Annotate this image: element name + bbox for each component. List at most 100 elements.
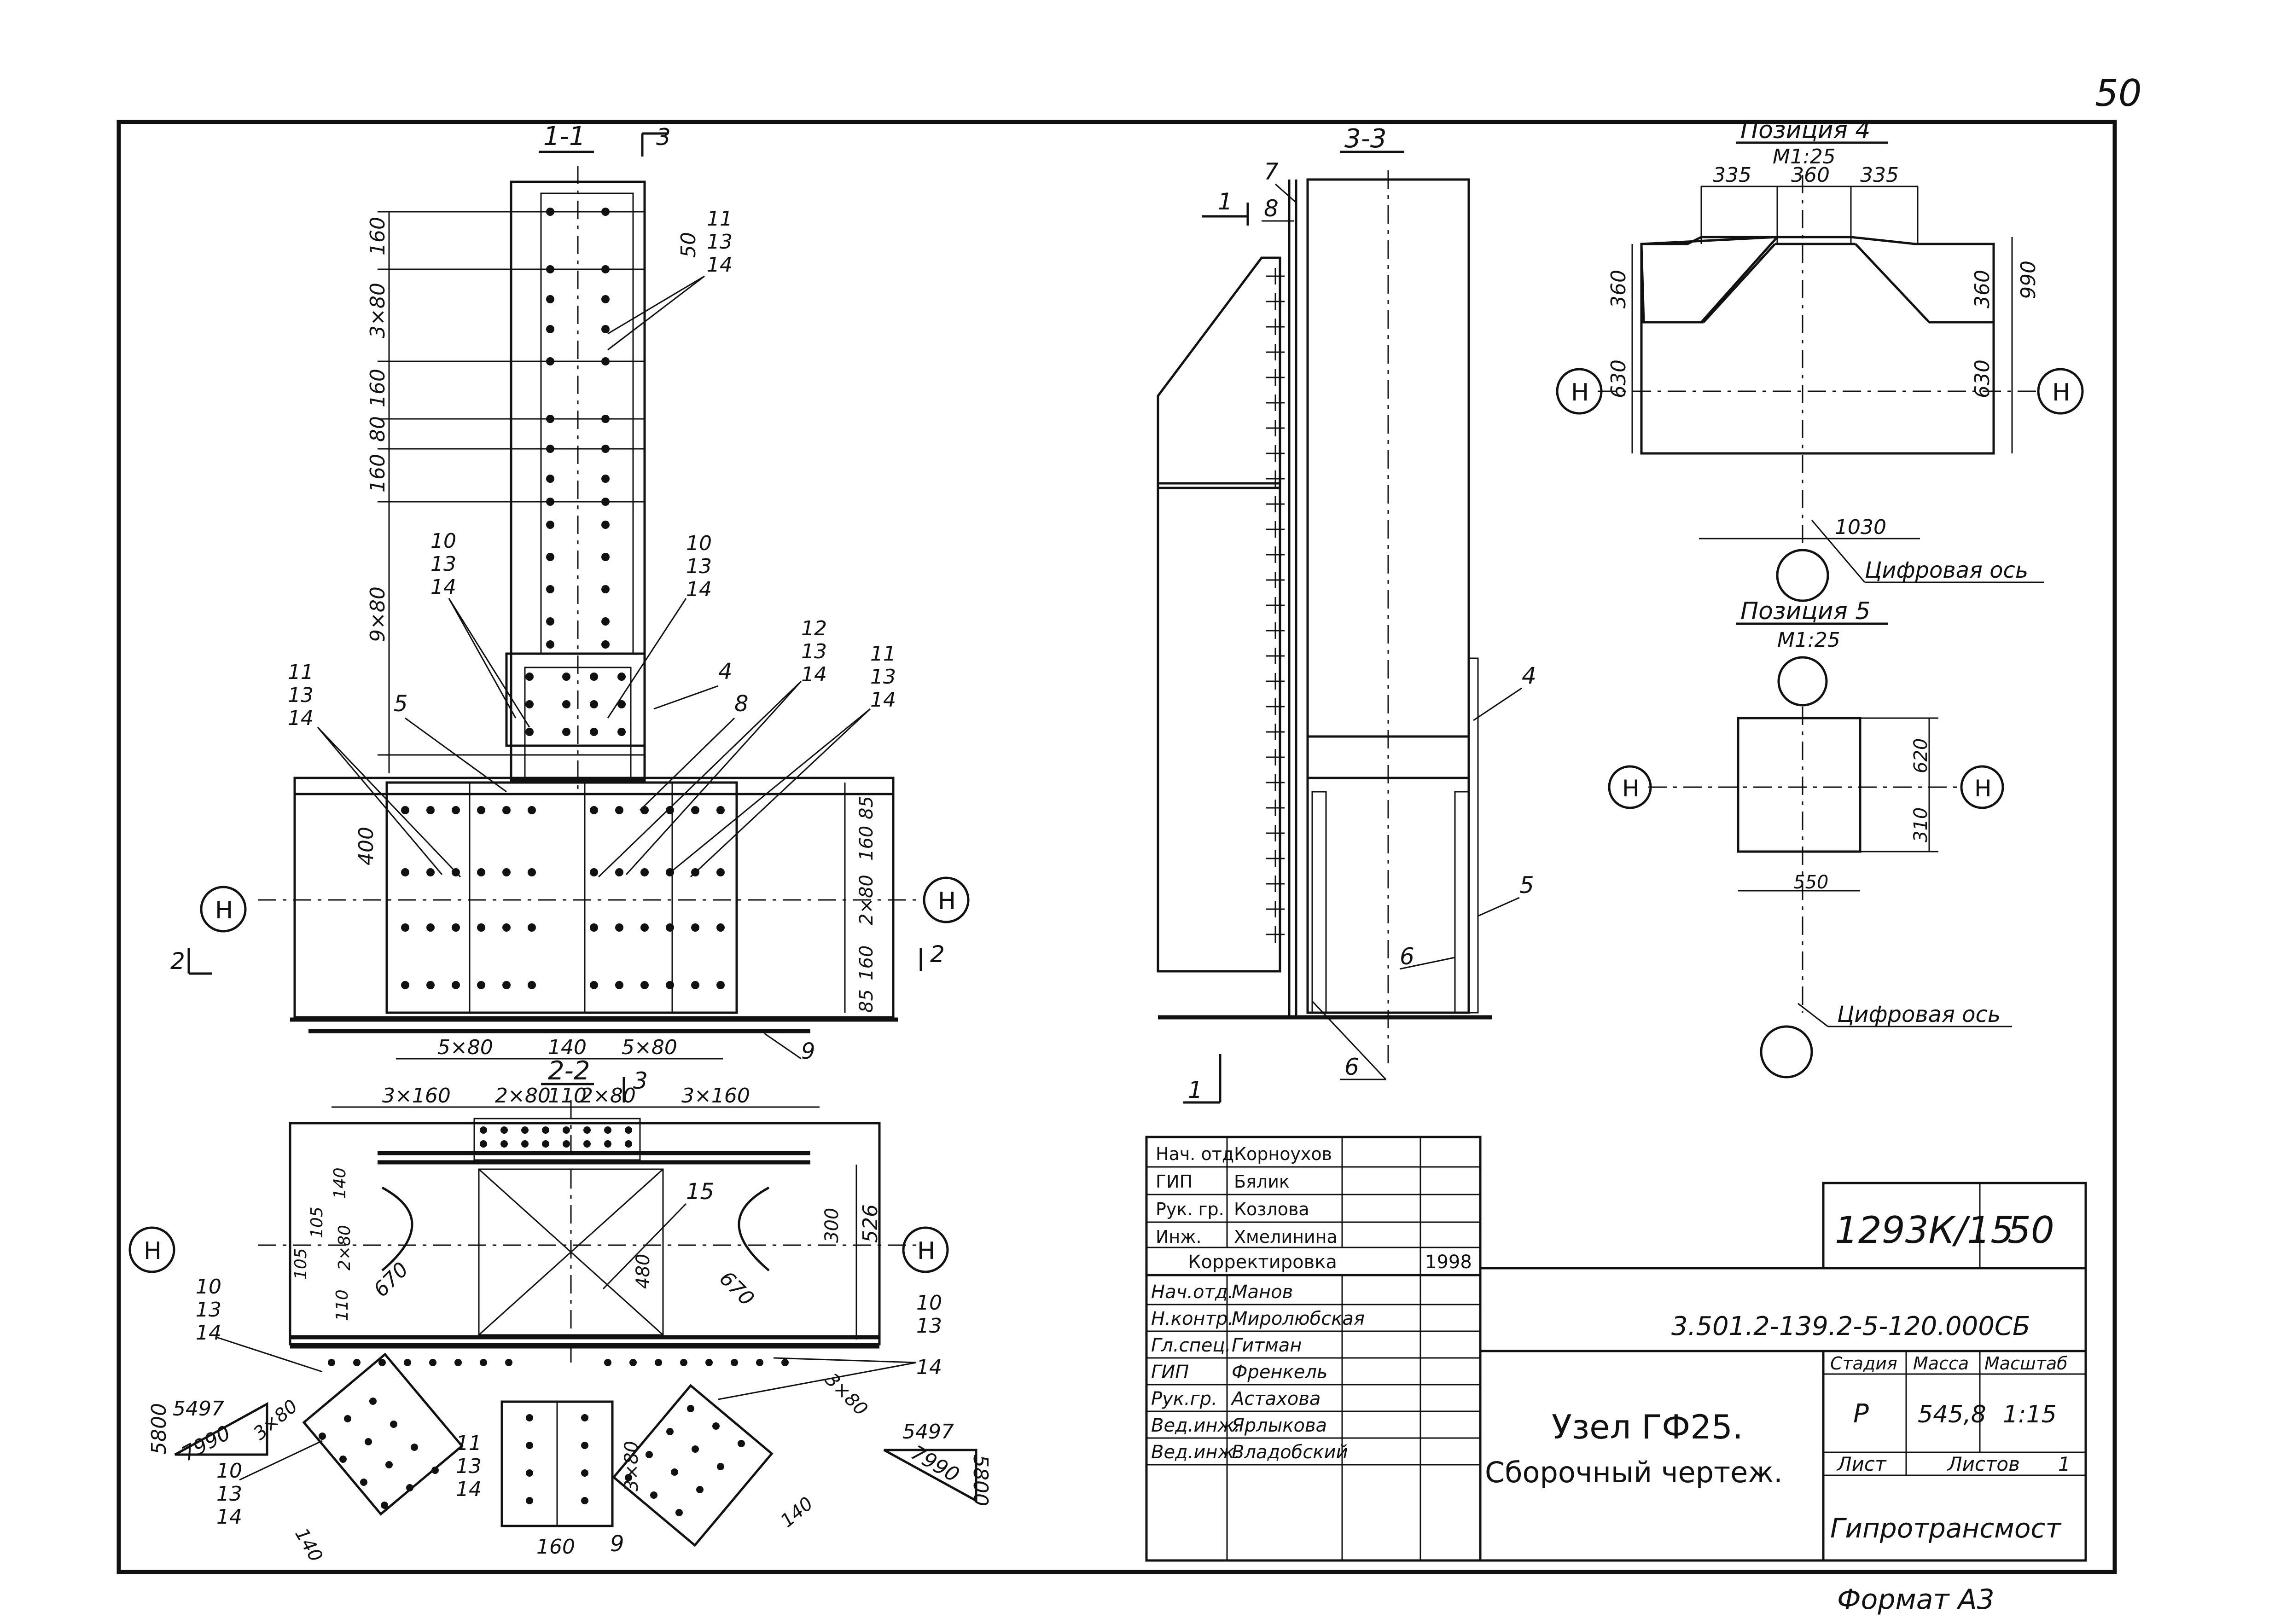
bolt bbox=[692, 1445, 699, 1453]
callout-11-13-14-top: 11 13 14 bbox=[607, 207, 733, 351]
approval-name: Бялик bbox=[1234, 1172, 1290, 1192]
dim-85-top: 85 bbox=[856, 796, 877, 819]
bolt bbox=[615, 981, 623, 989]
plate-pos-4 bbox=[1640, 236, 1995, 455]
bolt bbox=[640, 868, 649, 876]
doc-code: 3.501.2-139.2-5-120.000СБ bbox=[1671, 1311, 2030, 1341]
pos4-dim-360-left: 360 bbox=[1607, 270, 1630, 308]
bolt bbox=[666, 981, 674, 989]
axis-h-right-2-2 bbox=[902, 1226, 949, 1273]
svg-text:14: 14 bbox=[707, 253, 733, 277]
bolt bbox=[429, 1359, 436, 1366]
svg-text:13: 13 bbox=[916, 1314, 942, 1338]
approval-role: ГИП bbox=[1156, 1172, 1193, 1192]
bolt bbox=[526, 1414, 533, 1421]
bolt bbox=[581, 1414, 588, 1421]
axis-h-right-1-1 bbox=[923, 876, 970, 923]
dim-85-bottom: 85 bbox=[856, 989, 877, 1013]
pos4-dim-335-left: 335 bbox=[1713, 163, 1751, 187]
bolt bbox=[502, 981, 511, 989]
dim-160-r2: 160 bbox=[856, 945, 877, 980]
bolt bbox=[546, 640, 554, 649]
dim-400: 400 bbox=[355, 827, 378, 865]
bolt bbox=[401, 981, 409, 989]
bolt bbox=[717, 1463, 724, 1470]
callout-11-13-14-left: 11 13 14 bbox=[288, 661, 461, 878]
bolt bbox=[452, 923, 460, 932]
svg-text:5800: 5800 bbox=[969, 1455, 992, 1506]
bolt bbox=[625, 1126, 632, 1134]
approval-role: Вед.инж. bbox=[1151, 1415, 1240, 1436]
bolt bbox=[705, 1359, 713, 1366]
pos4-dim-990: 990 bbox=[2017, 261, 2040, 299]
mass-value: 545,8 bbox=[1918, 1401, 1986, 1428]
pos4-dim-630-left: 630 bbox=[1607, 360, 1630, 398]
bolt bbox=[601, 585, 610, 593]
drawing-frame bbox=[116, 120, 2117, 1574]
bolt bbox=[328, 1359, 335, 1366]
bolt bbox=[502, 923, 511, 932]
bolt bbox=[385, 1461, 393, 1468]
bolt bbox=[615, 923, 623, 932]
pos4-axis-right-label: Н bbox=[2052, 379, 2070, 406]
bolt bbox=[562, 728, 570, 736]
bolt bbox=[604, 1140, 611, 1148]
dim-110: 110 bbox=[548, 1084, 587, 1108]
svg-text:5800: 5800 bbox=[147, 1403, 171, 1455]
axis-h-left-2-2-label: Н bbox=[144, 1237, 162, 1265]
axis-h-left-label: Н bbox=[215, 897, 233, 924]
bolt bbox=[477, 981, 485, 989]
approval-name: Астахова bbox=[1230, 1388, 1321, 1409]
bolt bbox=[525, 700, 534, 708]
main-stamp bbox=[1479, 1267, 2087, 1562]
cut-2-left: 2 bbox=[170, 948, 185, 974]
dim-3x160-left: 3×160 bbox=[382, 1084, 451, 1108]
bolt bbox=[480, 1126, 487, 1134]
bolt bbox=[604, 1359, 611, 1366]
svg-text:14: 14 bbox=[686, 578, 712, 601]
approval-name: Хмелинина bbox=[1234, 1227, 1338, 1247]
approval-role: Нач. отд. bbox=[1156, 1144, 1239, 1164]
pos-8-1-1: 8 bbox=[734, 691, 749, 717]
svg-text:14: 14 bbox=[216, 1505, 242, 1529]
pos-6-a: 6 bbox=[1400, 943, 1414, 970]
position-5-scale: М1:25 bbox=[1777, 628, 1840, 652]
bolt bbox=[617, 673, 626, 681]
bolt bbox=[542, 1126, 549, 1134]
axis-h-right-2-2-label: Н bbox=[917, 1237, 935, 1265]
bolt bbox=[365, 1438, 372, 1445]
scale-label: Масштаб bbox=[1984, 1353, 2068, 1374]
bolt bbox=[601, 475, 610, 483]
bolt bbox=[716, 923, 725, 932]
section-2-2: 2-2 3 3×160 2×80 110 2×80 3×160 Н Н 140 … bbox=[128, 1056, 992, 1566]
pos5-top-circle bbox=[1777, 656, 1828, 707]
bolt bbox=[426, 868, 435, 876]
pos4-digital-axis-label: Цифровая ось bbox=[1865, 557, 2028, 583]
svg-text:5497: 5497 bbox=[173, 1397, 224, 1421]
bolts-web-2-2 bbox=[526, 1414, 588, 1504]
bolt bbox=[546, 295, 554, 303]
approval-role: Рук. гр. bbox=[1156, 1199, 1224, 1219]
pos5-axis-right bbox=[1960, 765, 2004, 809]
slope-triangle-right: 5497 7990 5800 bbox=[883, 1420, 992, 1506]
svg-text:11: 11 bbox=[870, 642, 896, 666]
svg-text:10: 10 bbox=[686, 532, 712, 555]
title-line-1: Узел ГФ25. bbox=[1552, 1408, 1743, 1446]
svg-text:13: 13 bbox=[870, 665, 896, 689]
callout-10-13-14-left: 10 13 14 bbox=[430, 529, 530, 728]
bolt bbox=[601, 640, 610, 649]
callout-10-13-14-2-2-bottom: 10 13 14 bbox=[216, 1440, 323, 1529]
callout-12-13-14: 12 13 14 bbox=[598, 617, 827, 878]
pos5-axis-left bbox=[1608, 765, 1652, 809]
bolt bbox=[411, 1444, 418, 1451]
bolt bbox=[581, 1469, 588, 1477]
cut-3-label: 3 bbox=[656, 124, 671, 151]
dim-105-b: 105 bbox=[291, 1248, 310, 1280]
bolt bbox=[546, 325, 554, 333]
approvals-bottom: Нач.отд.МановН.контр.МиролюбскаяГл.спец.… bbox=[1146, 1282, 1480, 1466]
bolt bbox=[426, 981, 435, 989]
bolt bbox=[546, 617, 554, 626]
stage-label: Стадия bbox=[1830, 1353, 1897, 1374]
bolt bbox=[528, 923, 536, 932]
pos4-axis-left-label: Н bbox=[1571, 379, 1589, 406]
